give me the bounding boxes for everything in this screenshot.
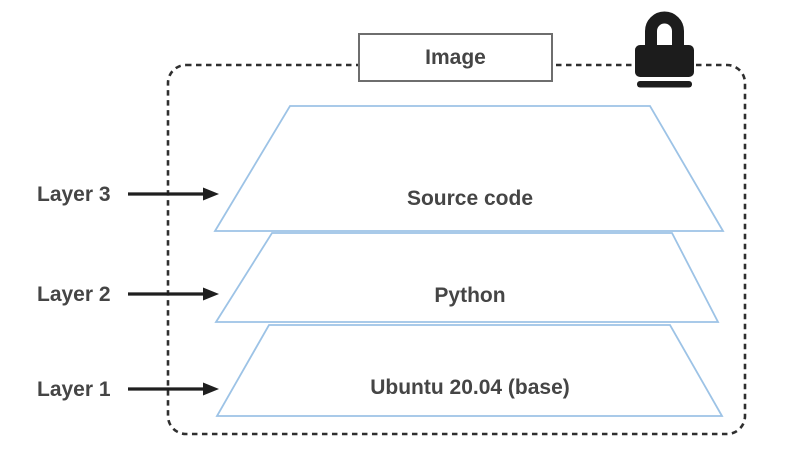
layer-1-trapezoid: [215, 324, 724, 417]
layer-2-arrow: [128, 287, 219, 301]
layer-3-arrowhead: [203, 187, 219, 201]
layer-1-label: Layer 1: [37, 378, 111, 401]
layer-3-trapezoid: [213, 105, 725, 232]
padlock-icon: [635, 11, 694, 88]
padlock-body: [635, 45, 694, 77]
layer-1-arrowhead: [203, 382, 219, 396]
layer-2-arrowhead: [203, 287, 219, 301]
layer-3-content-label: Source code: [406, 187, 534, 210]
layer-3-arrow: [128, 187, 219, 201]
layer-3-label: Layer 3: [37, 183, 111, 206]
layer-1-arrow: [128, 382, 219, 396]
image-title-label: Image: [425, 45, 486, 69]
layer-2-trapezoid: [214, 232, 720, 323]
layer-2-content-label: Python: [434, 284, 506, 307]
image-title-box: Image: [358, 33, 553, 82]
padlock-base: [637, 81, 692, 88]
layer-2-label: Layer 2: [37, 283, 111, 306]
layer-1-content-label: Ubuntu 20.04 (base): [370, 376, 570, 399]
